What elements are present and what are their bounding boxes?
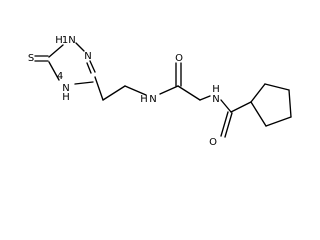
atom-ring-n1h: N [68, 35, 75, 46]
bond-cp-5 [250, 101, 267, 127]
bond-n1h-n2 [75, 42, 85, 52]
atom-amide-o1: O [175, 53, 183, 64]
bond-acyl-o [220, 111, 229, 137]
atom-ring-n1h-hydrogen: H [55, 35, 63, 46]
bond-n2-c3-double [86, 62, 92, 74]
bond-nh-acyl [220, 99, 232, 113]
bond-acyl-o-double [224, 112, 233, 138]
molecule-structure: S H 1 N N N 4 H N H O N H O [28, 35, 292, 148]
bond-n2-c3 [89, 60, 96, 73]
bond-c3-ch2 [94, 76, 104, 101]
bond-n4h-c5 [48, 61, 60, 81]
bond-acyl-cp [230, 101, 252, 113]
bond-carbonyl-ch2 [177, 85, 201, 101]
atom-ring-n4h-number: 4 [57, 71, 63, 82]
bond-ch2-nh [199, 95, 211, 101]
bond-c3-n4h [74, 81, 94, 85]
bond-cp-2 [264, 83, 290, 91]
bond-cp-3 [288, 89, 292, 118]
bond-nh-carbonyl [159, 85, 179, 95]
atom-ring-n4h-hydrogen: H [62, 92, 70, 103]
atom-ring-n2: N [84, 51, 91, 62]
atom-thione-s: S [28, 53, 34, 64]
bond-ch2-ch2 [102, 85, 126, 101]
atom-amide-n2: N [212, 94, 219, 105]
bond-cp-1 [250, 83, 266, 103]
atom-amide-n2-hydrogen: H [212, 84, 220, 95]
atom-amide-n1: N [149, 94, 156, 105]
atom-amide-n1-hydrogen: H [140, 94, 148, 105]
bond-cp-4 [265, 116, 292, 127]
bond-c5-n1h [48, 44, 64, 58]
molecule-canvas: S H 1 N N N 4 H N H O N H O [27, 35, 292, 148]
atom-amide-o2: O [209, 137, 217, 148]
atom-ring-n4h: N [62, 83, 69, 94]
bond-ch2-n [124, 85, 147, 96]
atom-ring-n1h-number: 1 [62, 35, 68, 46]
